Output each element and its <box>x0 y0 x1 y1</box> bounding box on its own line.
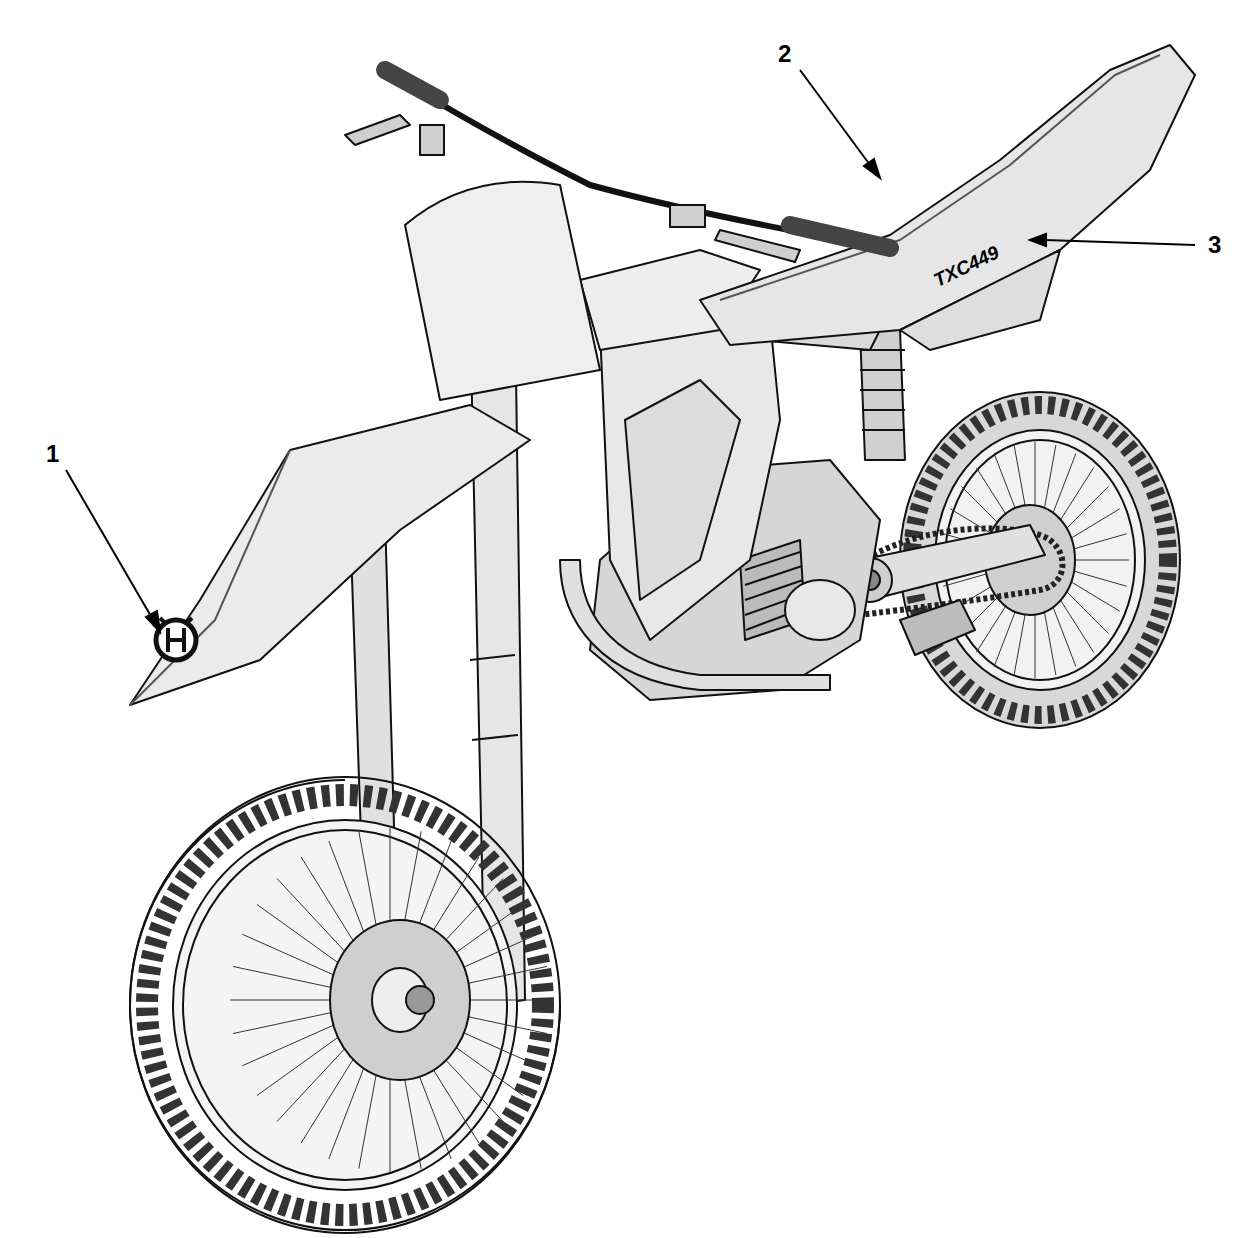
front-fender <box>130 405 530 705</box>
radiator-shroud <box>600 300 780 640</box>
front-wheel <box>130 777 560 1233</box>
callout-number: 3 <box>1208 233 1221 257</box>
callout-number: 2 <box>778 42 791 66</box>
footpeg <box>900 600 975 655</box>
brake-disc <box>330 920 470 1080</box>
callout-number: 1 <box>46 442 59 466</box>
brand-logo <box>156 618 196 660</box>
leader-lines <box>66 70 1195 632</box>
number-plate <box>405 182 600 400</box>
seat <box>700 45 1195 345</box>
